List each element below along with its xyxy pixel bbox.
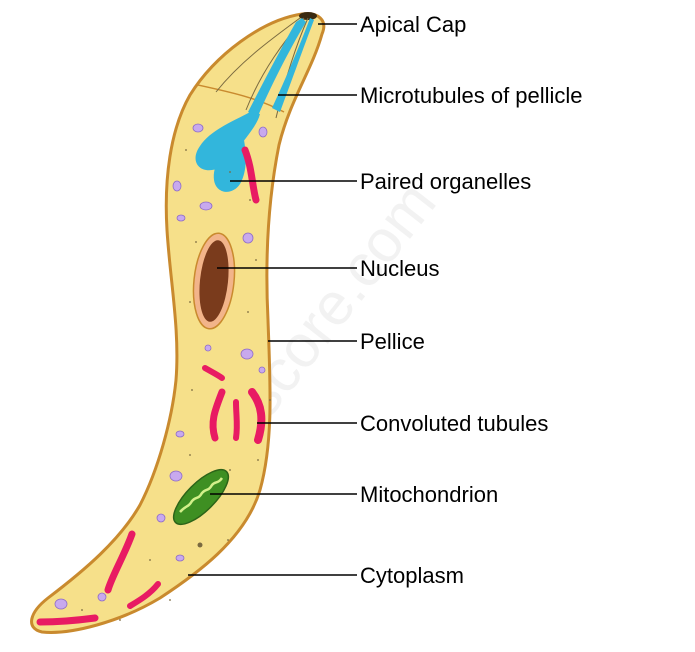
labels: Apical Cap Microtubules of pellicle Pair…	[360, 12, 583, 588]
label-convoluted-tubules: Convoluted tubules	[360, 411, 548, 436]
label-cytoplasm: Cytoplasm	[360, 563, 464, 588]
label-pellice: Pellice	[360, 329, 425, 354]
label-mitochondrion: Mitochondrion	[360, 482, 498, 507]
label-paired-organelles: Paired organelles	[360, 169, 531, 194]
label-microtubules: Microtubules of pellicle	[360, 83, 583, 108]
label-nucleus: Nucleus	[360, 256, 439, 281]
label-apical-cap: Apical Cap	[360, 12, 466, 37]
